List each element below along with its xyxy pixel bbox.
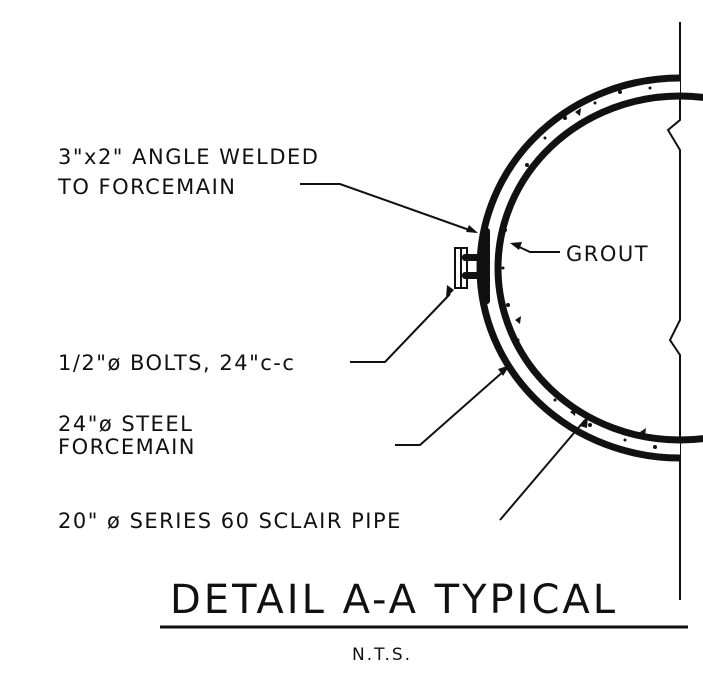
grout-fill (480, 78, 680, 458)
label-grout: GROUT (566, 242, 649, 266)
label-steel-line1: 24"ø STEEL (58, 412, 193, 436)
label-angle-line1: 3"x2" ANGLE WELDED (58, 145, 319, 169)
wall-break-line (666, 22, 681, 600)
sclair-pipe-inner-arc (494, 92, 681, 444)
grout-speckles (501, 86, 657, 449)
angle-bolt-assembly (454, 228, 490, 304)
detail-subtitle: N.T.S. (352, 645, 412, 665)
label-steel-line2: FORCEMAIN (58, 435, 196, 459)
detail-title: DETAIL A-A TYPICAL (170, 577, 618, 623)
label-sclair: 20" ø SERIES 60 SCLAIR PIPE (58, 509, 402, 533)
label-bolts: 1/2"ø BOLTS, 24"c-c (58, 351, 295, 375)
leader-lines (300, 183, 588, 521)
label-angle-line2: TO FORCEMAIN (57, 175, 237, 199)
sclair-pipe-outline (679, 92, 703, 444)
steel-forcemain-outline (476, 74, 681, 462)
